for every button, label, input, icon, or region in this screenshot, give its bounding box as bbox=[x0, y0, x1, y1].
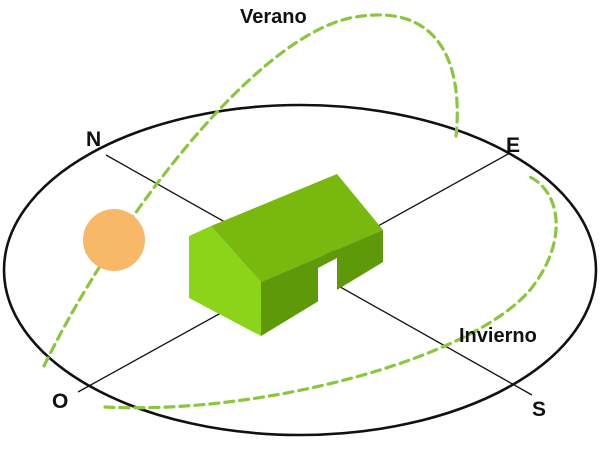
horizon-ellipse bbox=[2, 103, 598, 437]
west-label: O bbox=[52, 390, 68, 413]
north-label: N bbox=[86, 128, 101, 151]
house-icon bbox=[189, 174, 383, 336]
east-label: E bbox=[506, 134, 520, 157]
winter-label: Invierno bbox=[459, 325, 537, 347]
sun-icon bbox=[83, 209, 145, 271]
south-label: S bbox=[532, 398, 546, 421]
house-roof bbox=[211, 174, 383, 282]
winter-sun-path bbox=[103, 174, 558, 410]
house-front-face bbox=[189, 226, 261, 336]
house-door bbox=[318, 258, 337, 306]
summer-label: Verano bbox=[240, 6, 307, 28]
